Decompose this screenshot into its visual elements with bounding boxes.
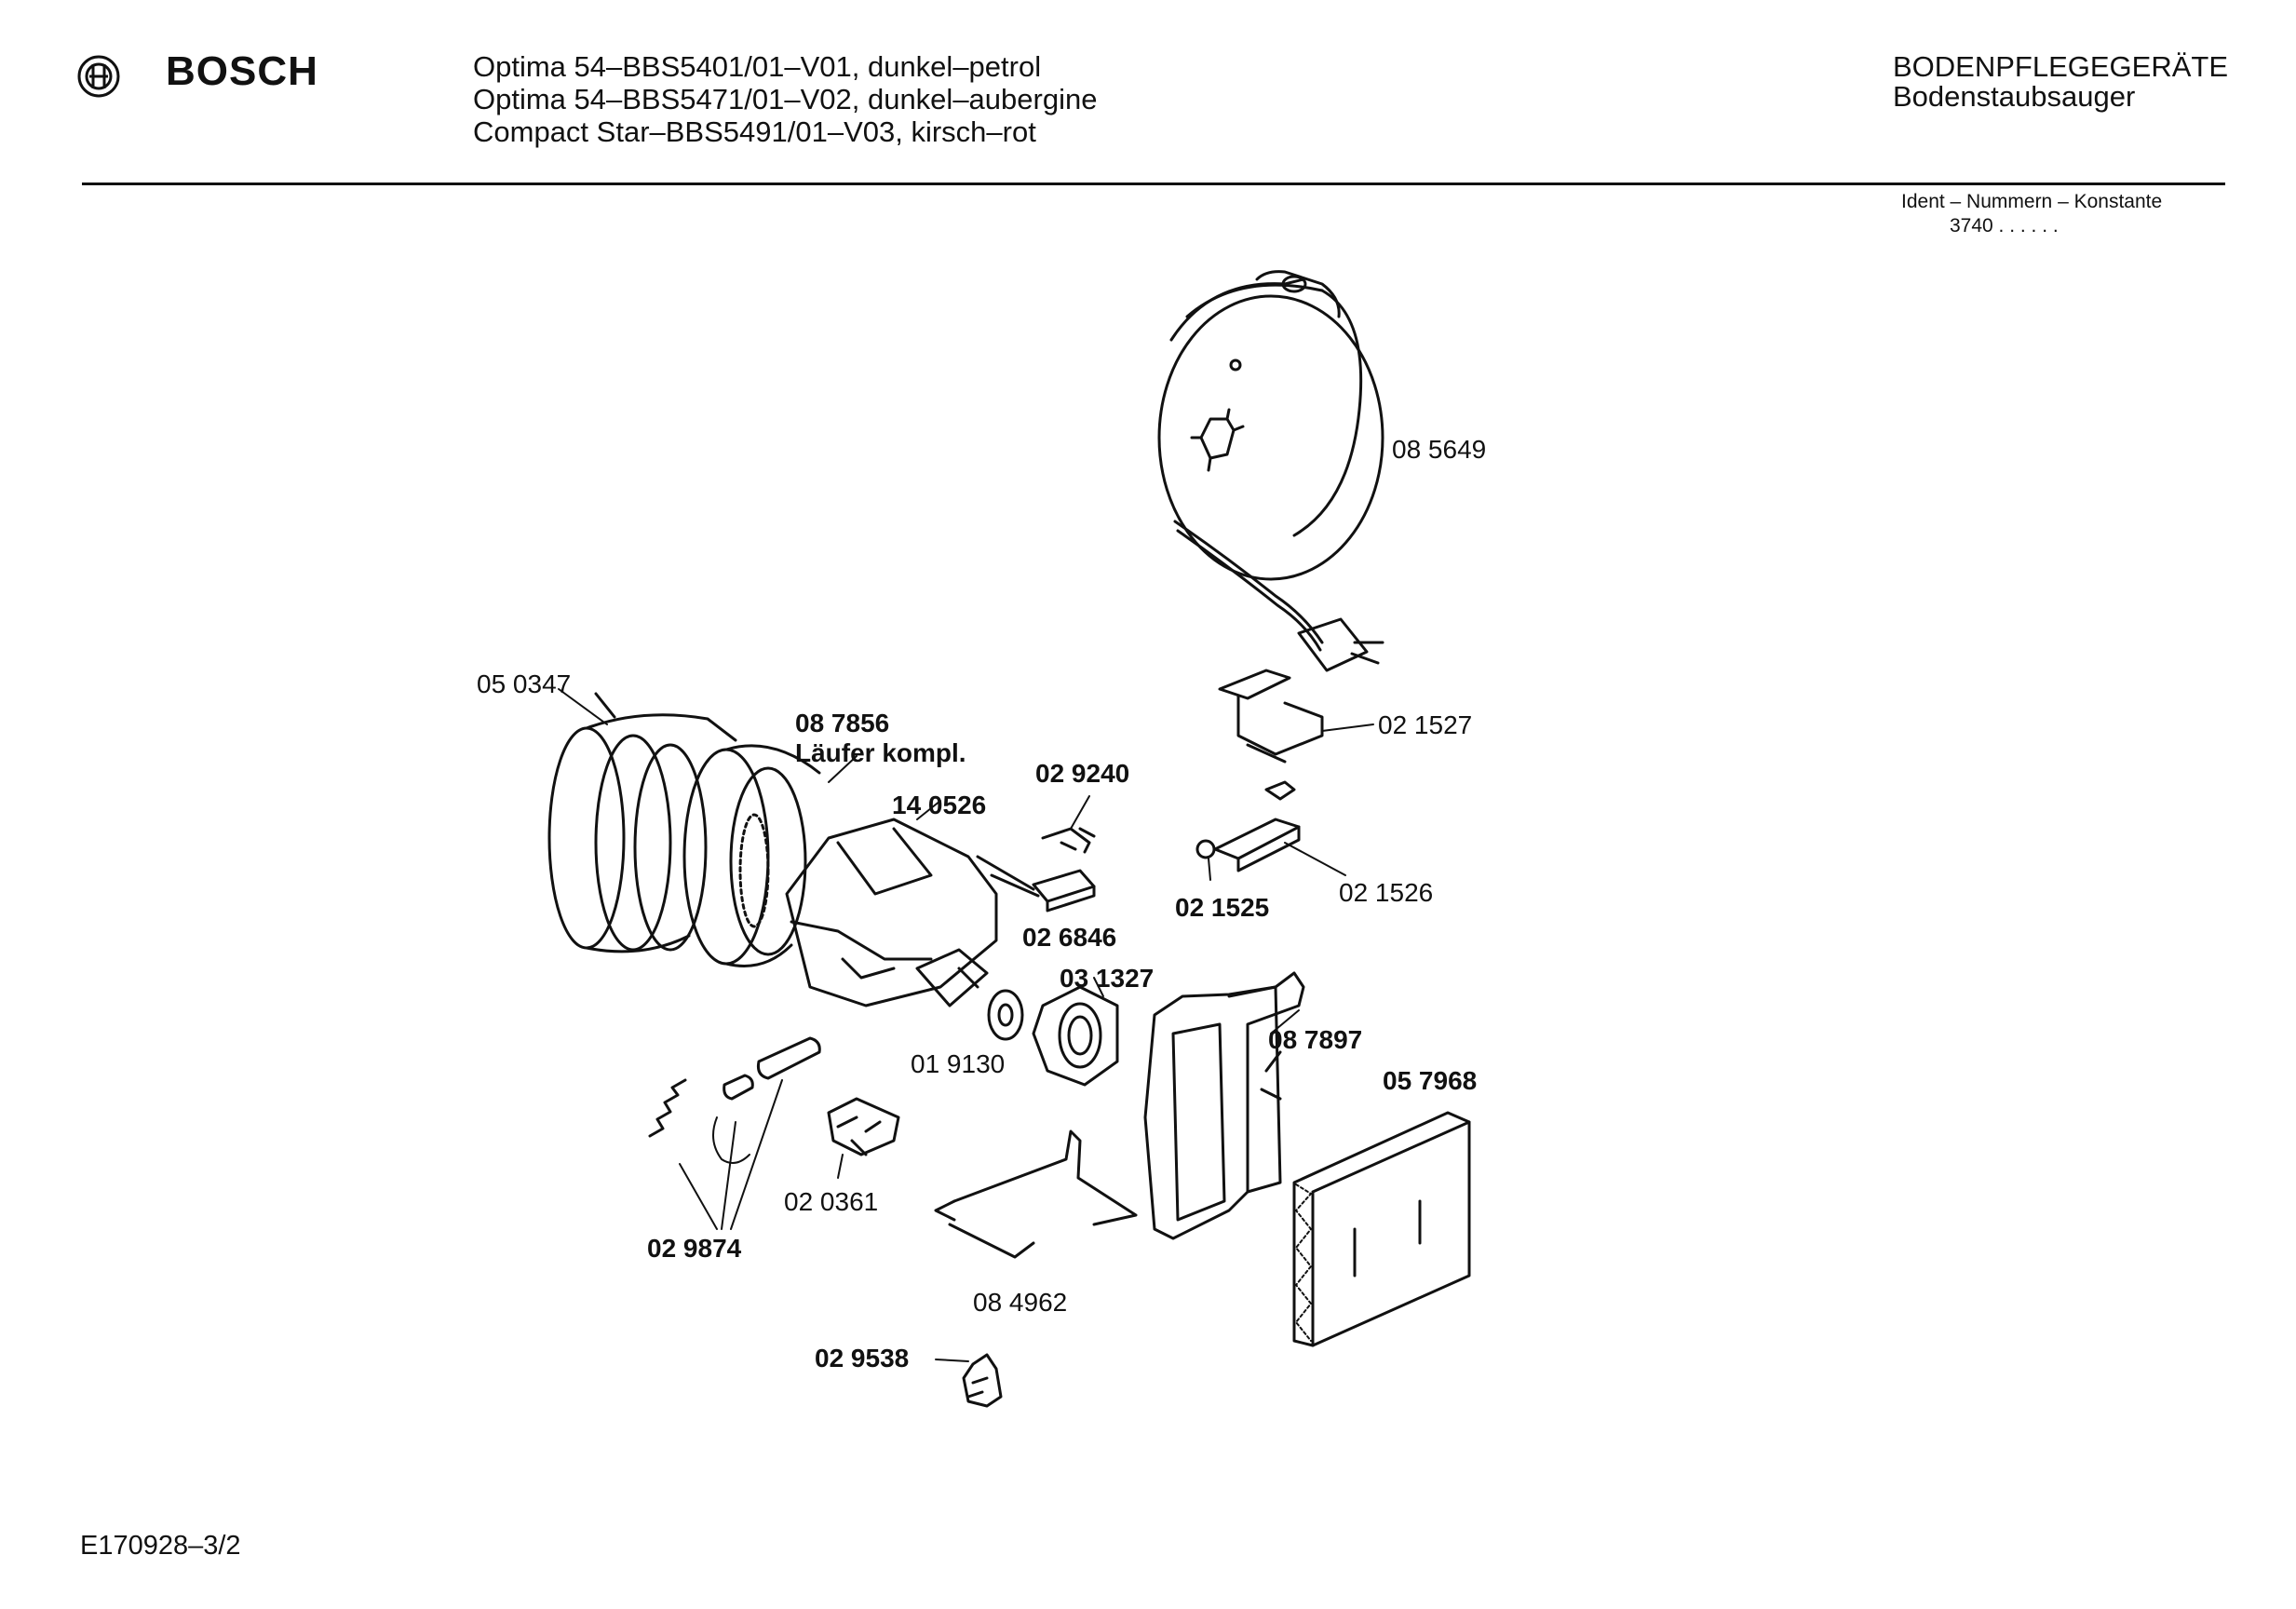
model-line: Optima 54–BBS5471/01–V02, dunkel–aubergi… [473, 83, 1098, 115]
part-number: 02 1527 [1378, 710, 1472, 739]
part-number: 02 9538 [815, 1344, 909, 1372]
capacitor-drawing [976, 855, 1096, 913]
part-number: 05 7968 [1383, 1066, 1477, 1095]
part-description: Läufer kompl. [795, 738, 966, 767]
bracket-top-drawing [1218, 669, 1374, 764]
model-line: Optima 54–BBS5401/01–V01, dunkel–petrol [473, 50, 1042, 83]
part-number: 08 4962 [973, 1288, 1067, 1317]
part-number: 02 1526 [1339, 878, 1433, 907]
motor-housing-drawing [547, 688, 737, 953]
rotor-drawing [682, 744, 858, 967]
cover-plate-drawing [934, 1129, 1138, 1259]
part-number: 02 9874 [647, 1234, 742, 1263]
frame-drawing [1143, 971, 1305, 1240]
contact-spring-drawing [1041, 795, 1096, 854]
part-number: 05 0347 [477, 669, 571, 698]
part-number: 14 0526 [892, 791, 986, 819]
brush-holder-drawing [785, 800, 998, 1007]
category-block: BODENPFLEGEGERÄTE Bodenstaubsauger [1893, 52, 2228, 112]
bosch-logo-icon [77, 55, 120, 98]
bracket-bottom-drawing [1195, 780, 1346, 881]
category-title: BODENPFLEGEGERÄTE [1893, 50, 2229, 83]
latch-drawing [935, 1353, 1003, 1408]
category-subtitle: Bodenstaubsauger [1893, 80, 2136, 113]
filter-drawing [1292, 1111, 1471, 1347]
part-number: 02 1525 [1175, 893, 1269, 922]
header-divider [82, 183, 2225, 185]
part-number: 08 7856 [795, 709, 889, 737]
part-number: 08 5649 [1392, 435, 1486, 464]
part-number: 03 1327 [1060, 964, 1154, 993]
brand-name: BOSCH [166, 48, 318, 94]
part-number: 02 6846 [1022, 923, 1116, 952]
model-line: Compact Star–BBS5491/01–V03, kirsch–rot [473, 115, 1036, 148]
part-number: 08 7897 [1268, 1025, 1362, 1054]
bearing-drawing [987, 989, 1024, 1041]
cable-reel-drawing [1157, 270, 1384, 672]
ident-value: 3740 . . . . . . [1950, 215, 2059, 237]
suppressor-drawing [827, 1097, 900, 1179]
ident-label: Ident – Nummern – Konstante [1901, 191, 2163, 212]
part-number: 02 0361 [784, 1187, 878, 1216]
part-number: 01 9130 [911, 1049, 1005, 1078]
bearing-ring-drawing [1032, 977, 1119, 1087]
carbon-brushes-drawing [648, 1036, 821, 1230]
drawing-id: E170928–3/2 [80, 1531, 241, 1561]
part-number: 02 9240 [1035, 759, 1129, 788]
ident-block: Ident – Nummern – Konstante 3740 . . . .… [1901, 190, 2162, 238]
model-list: Optima 54–BBS5401/01–V01, dunkel–petrol … [473, 50, 1097, 148]
